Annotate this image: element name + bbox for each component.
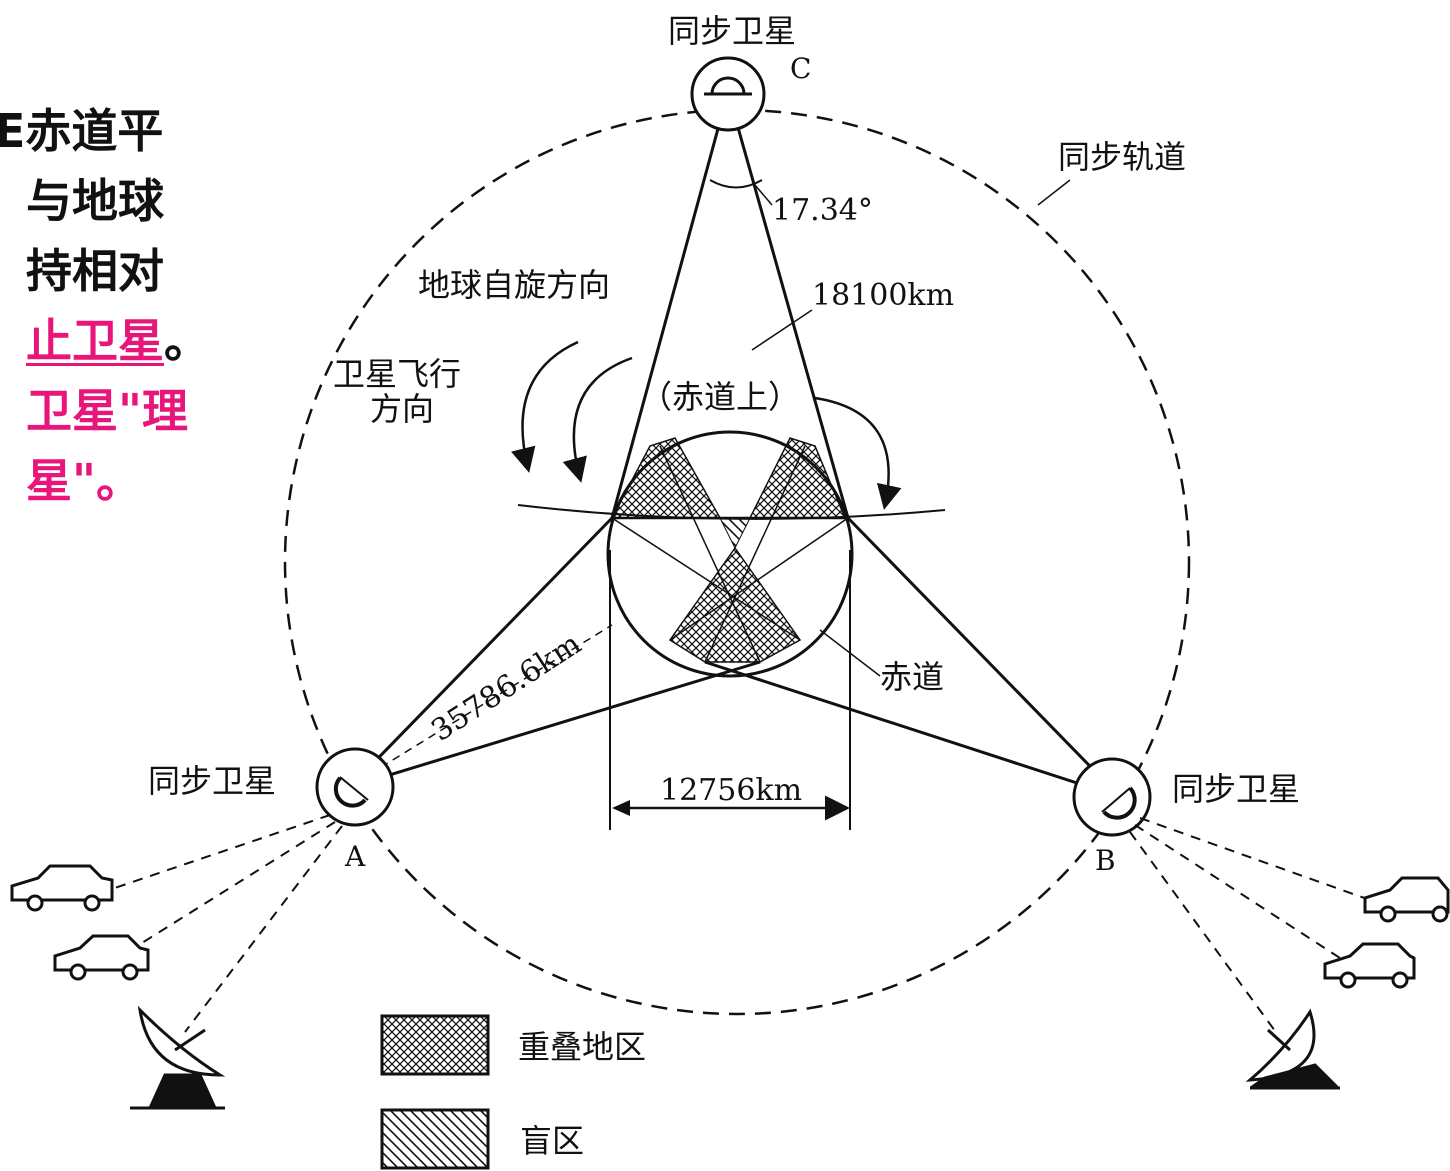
side-text-block: E赤道平 与地球 持相对 止卫星。 卫星"理 星"。 bbox=[0, 96, 230, 516]
satellite-c bbox=[690, 56, 766, 132]
blind-region-center bbox=[719, 517, 751, 550]
side-text-line-6: 星"。 bbox=[26, 454, 142, 508]
beam-a-up bbox=[348, 516, 614, 789]
orbit-label-leader bbox=[1037, 179, 1071, 206]
car-left-1 bbox=[10, 864, 114, 912]
distance-35786-label: 35786.6km bbox=[425, 626, 587, 748]
distance-18100-leader bbox=[751, 309, 813, 351]
earth-circle bbox=[606, 430, 854, 678]
legend-blind-label: 盲区 bbox=[520, 1122, 584, 1160]
beam-b-left bbox=[704, 660, 1121, 799]
legend-overlap-swatch bbox=[380, 1014, 490, 1076]
sat-flight-arrow bbox=[511, 340, 579, 473]
links-b bbox=[1129, 817, 1371, 1036]
side-text-line-1: E赤道平 bbox=[0, 104, 164, 158]
beam-c-left bbox=[610, 91, 730, 519]
highlight-text: 止卫星 bbox=[26, 314, 164, 368]
dimension-arrowhead-left bbox=[612, 800, 630, 816]
sat-a-letter: A bbox=[344, 840, 366, 873]
angle-arc bbox=[709, 179, 763, 189]
earth-rotation-label: 地球自旋方向 bbox=[418, 266, 610, 304]
sat-c-label: 同步卫星 bbox=[668, 12, 796, 50]
sync-orbit bbox=[283, 108, 1191, 1016]
angle-label: 17.34° bbox=[772, 193, 873, 228]
orbit-label: 同步轨道 bbox=[1058, 138, 1186, 176]
earth-rotation-arrow-right bbox=[814, 396, 902, 510]
distance-18100-label: 18100km bbox=[812, 278, 954, 313]
beam-b-up bbox=[846, 516, 1122, 799]
distance-35786-line bbox=[356, 624, 613, 783]
dimension-arrowhead-right bbox=[830, 800, 848, 816]
beam-c-right bbox=[726, 91, 850, 519]
sat-a-label: 同步卫星 bbox=[148, 762, 276, 800]
side-text-line-5: 卫星"理 bbox=[26, 384, 188, 438]
overlap-region-top-left bbox=[610, 437, 722, 519]
period: 。 bbox=[164, 314, 210, 368]
sat-b-letter: B bbox=[1095, 844, 1116, 877]
beam-a-right bbox=[349, 660, 761, 789]
links-a bbox=[99, 814, 343, 1033]
car-right-2 bbox=[1323, 942, 1416, 989]
on-equator-label: （赤道上） bbox=[640, 378, 800, 416]
sat-c-letter: C bbox=[790, 52, 811, 85]
sat-flight-label-1: 卫星飞行 bbox=[333, 355, 461, 393]
car-right-1 bbox=[1363, 876, 1450, 923]
satellite-b bbox=[1072, 757, 1152, 837]
cross-line-4 bbox=[704, 445, 806, 663]
dish-antenna-right bbox=[1245, 1008, 1340, 1090]
side-text-line-4: 止卫星。 bbox=[26, 306, 256, 376]
dish-antenna-left bbox=[130, 1005, 226, 1110]
cross-line-2 bbox=[669, 517, 849, 641]
angle-leader bbox=[754, 184, 773, 206]
legend-overlap-label: 重叠地区 bbox=[518, 1028, 646, 1066]
legend-blind-swatch bbox=[380, 1108, 490, 1170]
side-text-line-3: 持相对 bbox=[26, 244, 164, 298]
satellite-a bbox=[315, 747, 395, 827]
earth-rotation-arrow-left bbox=[562, 356, 633, 483]
diameter-label: 12756km bbox=[660, 773, 802, 808]
car-left-2 bbox=[53, 934, 150, 981]
side-text-line-2: 与地球 bbox=[26, 174, 164, 228]
sat-flight-label-2: 方向 bbox=[370, 390, 434, 428]
sat-b-label: 同步卫星 bbox=[1172, 770, 1300, 808]
cross-line-3 bbox=[659, 445, 761, 663]
orbit-arc-line bbox=[517, 504, 946, 520]
legend: 重叠地区 盲区 bbox=[380, 1014, 646, 1170]
overlap-region-bottom bbox=[668, 546, 802, 663]
equator-label: 赤道 bbox=[880, 658, 944, 696]
overlap-region-top-right bbox=[748, 437, 847, 519]
cross-line-1 bbox=[611, 517, 801, 641]
